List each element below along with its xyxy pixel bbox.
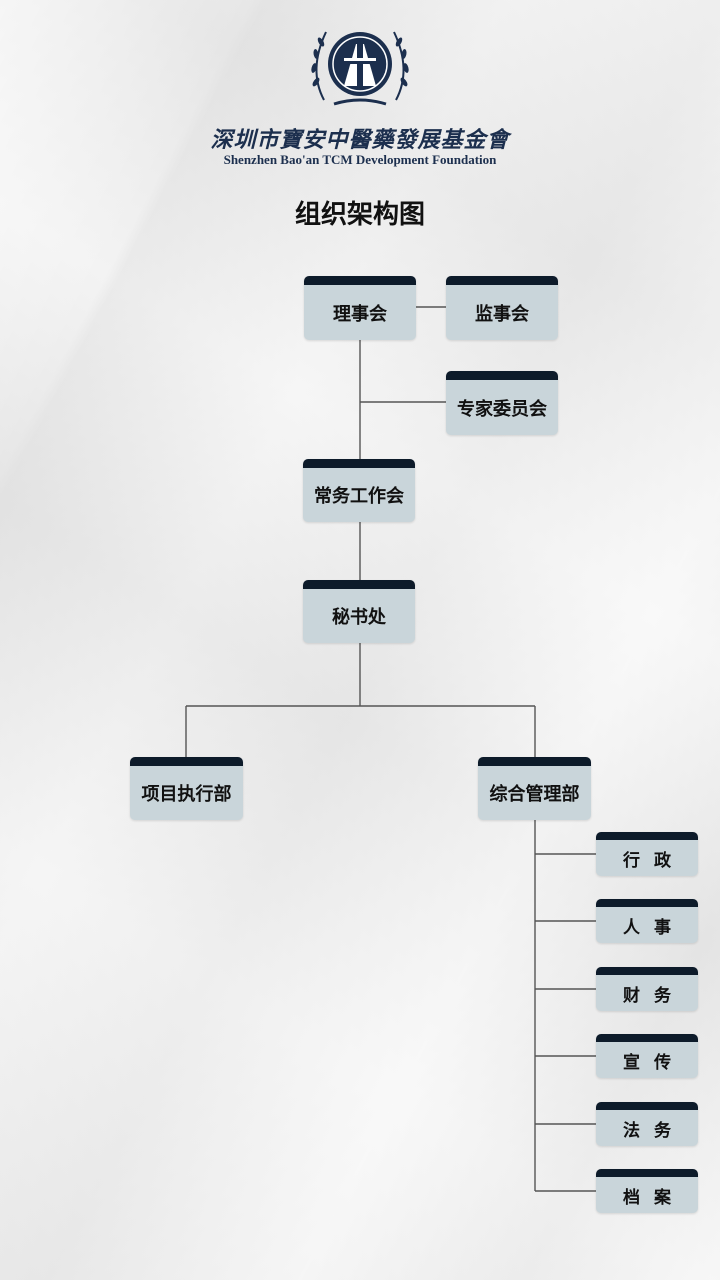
node-experts: 专家委员会 — [446, 371, 558, 435]
node-projects: 项目执行部 — [130, 757, 243, 820]
node-sub-unit: 行 政 — [596, 832, 698, 876]
node-secretariat: 秘书处 — [303, 580, 415, 643]
node-sub-unit: 财 务 — [596, 967, 698, 1011]
node-supervisors: 监事会 — [446, 276, 558, 340]
node-sub-unit: 法 务 — [596, 1102, 698, 1146]
node-standing: 常务工作会 — [303, 459, 415, 522]
node-sub-unit: 人 事 — [596, 899, 698, 943]
node-admin-dept: 综合管理部 — [478, 757, 591, 820]
node-board: 理事会 — [304, 276, 416, 340]
org-name-english: Shenzhen Bao'an TCM Development Foundati… — [223, 152, 497, 167]
node-sub-unit: 宣 传 — [596, 1034, 698, 1078]
org-name-chinese: 深圳市寶安中醫藥發展基金會 — [210, 127, 510, 153]
node-sub-unit: 档 案 — [596, 1169, 698, 1213]
foundation-logo — [311, 31, 409, 106]
page-title: 组织架构图 — [294, 200, 425, 230]
